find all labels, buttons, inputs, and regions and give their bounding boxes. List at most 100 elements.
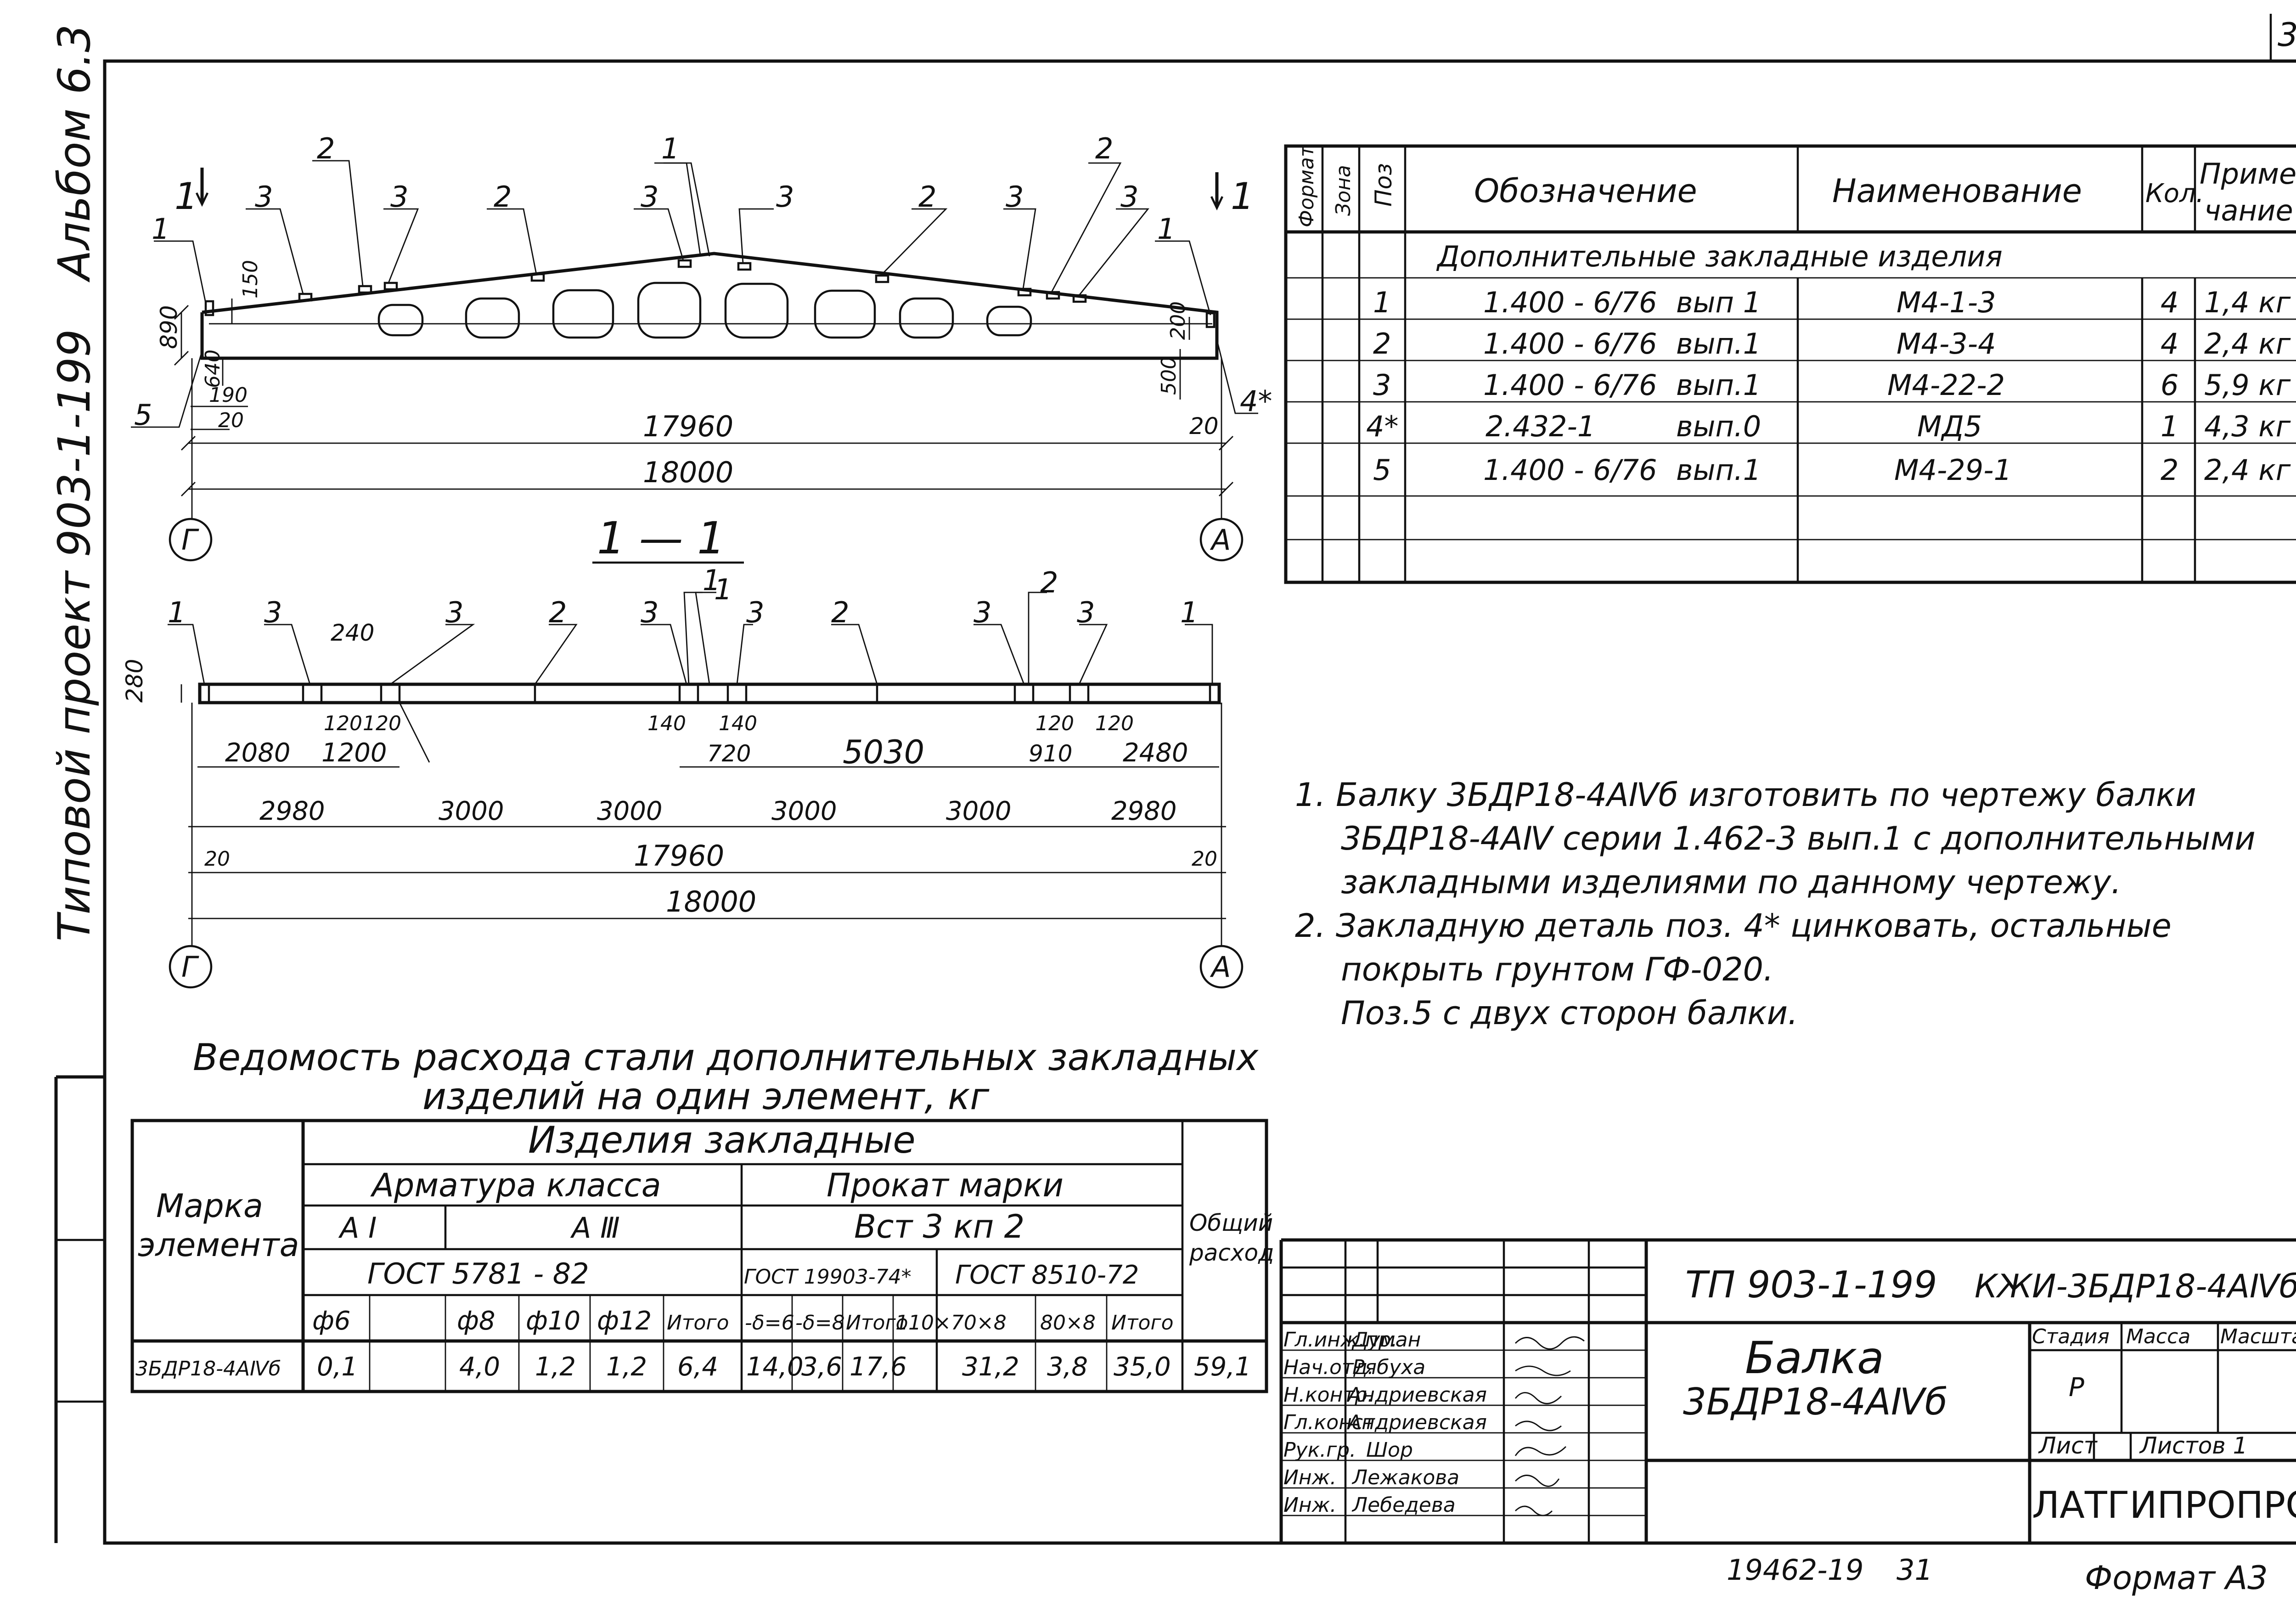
svg-text:2: 2 [831, 596, 849, 629]
svg-text:3,6: 3,6 [801, 1352, 842, 1382]
svg-text:1. Балку 3БДР18-4АⅣб изготови: 1. Балку 3БДР18-4АⅣб изготовить по черте… [1295, 776, 2196, 814]
footer-number: 31 [1896, 1553, 1933, 1587]
svg-text:вып 1: вып 1 [1676, 286, 1761, 319]
svg-text:1: 1 [174, 175, 198, 218]
svg-text:120: 120 [363, 712, 401, 735]
sheet-footer: 19462-19 31 Формат А3 [1727, 1553, 2268, 1597]
svg-text:640: 640 [201, 349, 225, 388]
svg-text:2080: 2080 [225, 738, 291, 768]
svg-text:120: 120 [1095, 712, 1134, 735]
svg-text:ф12: ф12 [597, 1306, 652, 1336]
svg-text:240: 240 [331, 620, 374, 646]
svg-text:Думан: Думан [1351, 1328, 1421, 1352]
svg-text:1,4 кг: 1,4 кг [2204, 286, 2291, 319]
svg-text:Поз.5 с двух сторон балки.: Поз.5 с двух сторон балки. [1341, 994, 1798, 1032]
svg-text:Г: Г [181, 523, 199, 557]
svg-text:4*: 4* [1366, 410, 1398, 443]
svg-text:1200: 1200 [321, 738, 387, 768]
svg-text:Итого: Итого [846, 1311, 908, 1335]
section-1-1: 1 — 1 [121, 513, 1244, 989]
svg-text:Итого: Итого [667, 1311, 729, 1335]
svg-text:Изделия закладные: Изделия закладные [528, 1119, 916, 1161]
svg-text:Гл.конст.: Гл.конст. [1283, 1411, 1381, 1434]
elev-callout: 3 [390, 180, 408, 214]
svg-text:3: 3 [1077, 596, 1095, 629]
svg-text:1: 1 [1373, 286, 1391, 319]
svg-text:ф10: ф10 [526, 1306, 580, 1336]
svg-text:2: 2 [549, 596, 567, 629]
section-mark-left: 1 [174, 168, 209, 218]
svg-text:М4-29-1: М4-29-1 [1894, 453, 2012, 487]
svg-text:4: 4 [2161, 327, 2178, 361]
svg-text:1: 1 [168, 596, 186, 629]
svg-text:2: 2 [1373, 327, 1391, 361]
spec-row-5: 5 1.400 - 6/76 вып.1 М4-29-1 2 2,4 кг [1373, 453, 2291, 487]
axis-marker-right: А [1199, 518, 1244, 562]
svg-text:Лист: Лист [2038, 1432, 2098, 1459]
paper-format: Формат А3 [2085, 1559, 2268, 1597]
svg-text:2980: 2980 [259, 796, 325, 826]
svg-text:3: 3 [746, 596, 764, 629]
elev-callout: 3 [255, 180, 273, 214]
inventory-number: 19462-19 [1727, 1553, 1864, 1587]
svg-text:Вст 3 кп 2: Вст 3 кп 2 [854, 1208, 1024, 1245]
svg-text:Г: Г [181, 950, 199, 984]
section-dims: 280 240 120 120 2080 1200 140 140 720 50… [121, 620, 1226, 946]
svg-text:1.400 - 6/76: 1.400 - 6/76 [1483, 368, 1657, 402]
title-block-roles: Гл.инж.пр. Нач.отд. Н.контр. Гл.конст. Р… [1283, 1328, 1397, 1517]
svg-text:140: 140 [719, 712, 757, 735]
svg-text:2480: 2480 [1123, 738, 1188, 768]
svg-text:2: 2 [2161, 453, 2178, 487]
svg-text:Рябуха: Рябуха [1352, 1356, 1425, 1379]
spec-row-2: 2 1.400 - 6/76 вып.1 М4-3-4 4 2,4 кг [1373, 327, 2291, 361]
steel-table-title-line1: Ведомость расхода стали дополнительных з… [193, 1036, 1259, 1079]
elev-callout: 2 [494, 180, 512, 214]
svg-text:1.400 - 6/76: 1.400 - 6/76 [1483, 327, 1657, 361]
svg-text:2,4 кг: 2,4 кг [2204, 327, 2291, 361]
title-block: Гл.инж.пр. Нач.отд. Н.контр. Гл.конст. Р… [1279, 1238, 2296, 1543]
svg-text:Инж.: Инж. [1283, 1493, 1336, 1517]
svg-text:720: 720 [707, 740, 751, 767]
svg-text:2980: 2980 [1111, 796, 1177, 826]
section-axis-left: Г [169, 945, 213, 989]
svg-text:-δ=6: -δ=6 [745, 1311, 794, 1335]
steel-table-title-line2: изделий на один элемент, кг [422, 1075, 990, 1118]
svg-text:14,0: 14,0 [746, 1352, 804, 1382]
specification-table: Формат Зона Поз Обозначение Наименование… [1284, 144, 2296, 584]
general-notes: 1. Балку 3БДР18-4АⅣб изготовить по черте… [1295, 776, 2256, 1032]
svg-text:Итого: Итого [1111, 1311, 1174, 1335]
svg-text:200: 200 [1166, 301, 1190, 340]
svg-text:2.432-1: 2.432-1 [1486, 410, 1595, 443]
svg-text:35,0: 35,0 [1114, 1352, 1171, 1382]
elev-callout: 2 [317, 132, 335, 165]
project-label: Типовой проект 903-1-199 [49, 329, 100, 942]
section-plates [208, 684, 1211, 703]
svg-text:Нач.отд.: Нач.отд. [1283, 1356, 1374, 1379]
spec-row-3: 3 1.400 - 6/76 вып.1 М4-22-2 6 5,9 кг [1373, 368, 2291, 402]
svg-text:Шор: Шор [1366, 1438, 1413, 1462]
svg-text:120: 120 [324, 712, 362, 735]
svg-text:ГОСТ 5781 - 82: ГОСТ 5781 - 82 [367, 1257, 589, 1290]
svg-text:вып.0: вып.0 [1676, 410, 1761, 443]
svg-text:3000: 3000 [946, 796, 1012, 826]
svg-text:расход: расход [1189, 1239, 1274, 1266]
svg-text:Андриевская: Андриевская [1346, 1383, 1487, 1407]
sheet-corner-number: 30 [2278, 16, 2296, 54]
svg-text:Лебедева: Лебедева [1351, 1493, 1456, 1517]
svg-text:А: А [1210, 950, 1231, 984]
elevation-dims: 890 150 640 190 20 200 500 20 [156, 260, 1219, 439]
svg-text:А Ⅲ: А Ⅲ [570, 1211, 620, 1245]
svg-text:3,8: 3,8 [1047, 1352, 1088, 1382]
album-label: Альбом 6.3 [49, 24, 100, 283]
svg-text:120: 120 [1035, 712, 1074, 735]
svg-text:3000: 3000 [771, 796, 837, 826]
svg-text:3: 3 [445, 596, 463, 629]
svg-text:1: 1 [2161, 410, 2178, 443]
svg-text:3: 3 [641, 596, 658, 629]
axis-marker-left: Г [169, 518, 213, 562]
svg-text:190: 190 [209, 383, 248, 407]
svg-text:Прокат марки: Прокат марки [827, 1166, 1064, 1204]
svg-text:3: 3 [974, 596, 991, 629]
svg-text:Поз: Поз [1370, 163, 1397, 207]
